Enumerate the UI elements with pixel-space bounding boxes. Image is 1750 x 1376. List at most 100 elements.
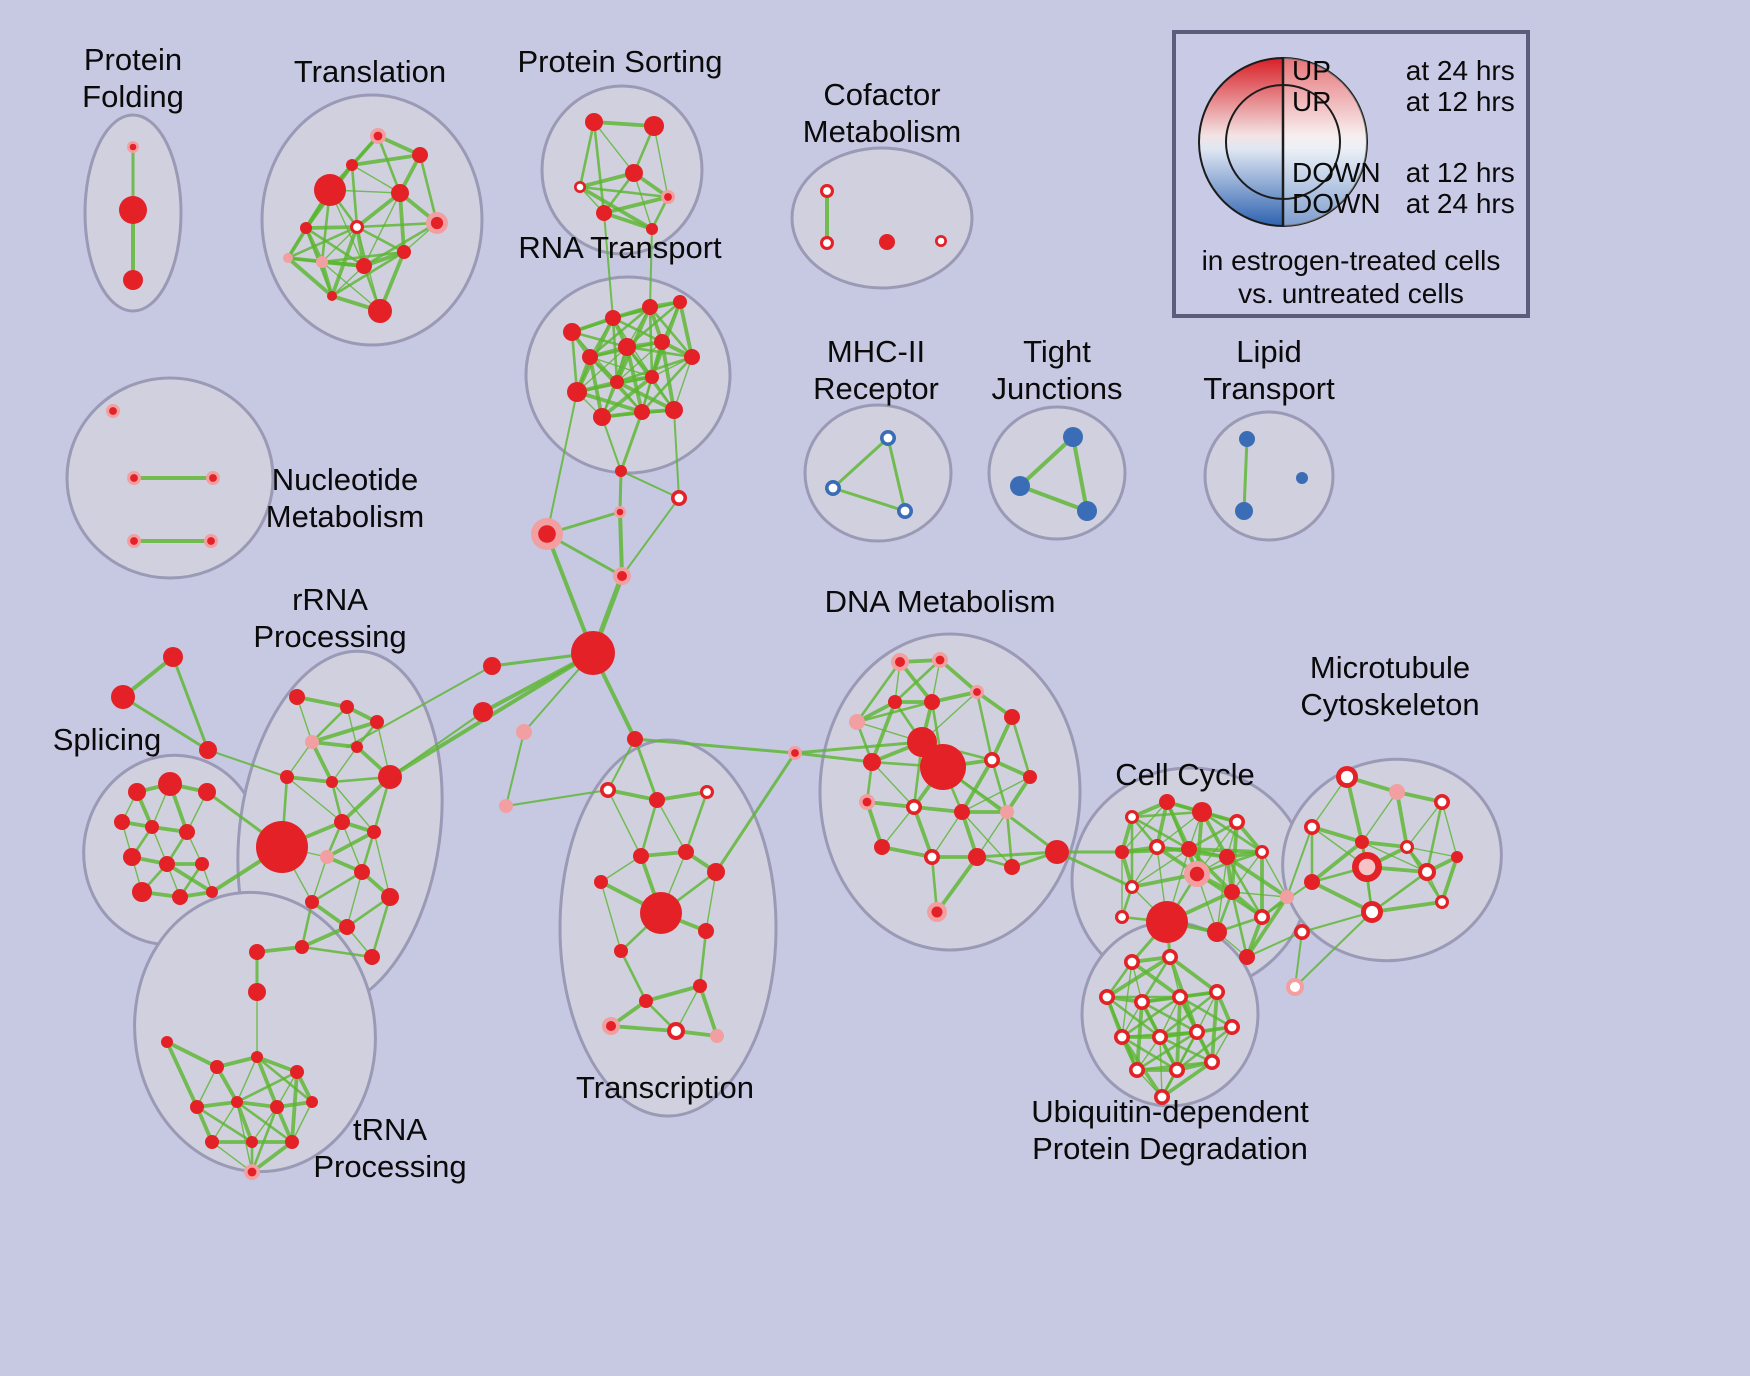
network-node (1099, 989, 1115, 1005)
network-edge (871, 761, 915, 808)
cluster-label-lipid-transport: Transport (1203, 371, 1335, 406)
network-node (111, 685, 135, 709)
cluster-label-trna-processing: tRNA (353, 1112, 427, 1147)
network-node (1336, 766, 1358, 788)
network-node (671, 490, 687, 506)
network-edge (295, 695, 349, 709)
network-node (334, 814, 350, 830)
network-edge (633, 737, 797, 755)
network-edge (1286, 826, 1313, 898)
network-edge (286, 225, 359, 260)
network-edge (578, 171, 636, 189)
legend-down-12-time: at 12 hrs (1405, 157, 1515, 188)
network-node (1254, 909, 1270, 925)
network-node (161, 1036, 173, 1048)
legend-row-down-12: DOWN at 12 hrs (1292, 158, 1515, 188)
cluster-label-lipid-transport: Lipid (1236, 334, 1302, 369)
network-node (249, 944, 265, 960)
network-node (381, 888, 399, 906)
network-edge (1158, 990, 1219, 1039)
network-edge (684, 790, 709, 854)
network-edge (621, 497, 680, 577)
network-edge (644, 984, 702, 1003)
network-edge (893, 658, 942, 704)
network-node (970, 685, 984, 699)
cluster-label-rrna-processing: rRNA (292, 582, 368, 617)
network-node (367, 825, 381, 839)
cluster-ellipse-mhc-ii-receptor (803, 403, 953, 543)
network-node (954, 804, 970, 820)
network-node (594, 875, 608, 889)
network-node (863, 753, 881, 771)
legend-row-down-24: DOWN at 24 hrs (1292, 189, 1515, 219)
network-node (1004, 859, 1020, 875)
network-edge (640, 355, 694, 414)
network-edge (350, 153, 422, 167)
network-node (820, 184, 834, 198)
network-edge (1441, 801, 1458, 858)
network-edge (251, 1106, 278, 1143)
cluster-ellipse-cofactor-metabolism (790, 146, 974, 290)
network-edge (331, 781, 375, 833)
network-node (283, 253, 293, 263)
network-node (1418, 863, 1436, 881)
network-edge (363, 192, 401, 267)
network-edge (311, 856, 328, 903)
cluster-label-rna-transport: RNA Transport (518, 230, 722, 265)
cluster-label-cofactor-metabolism: Cofactor (823, 77, 940, 112)
network-edge (165, 862, 214, 894)
network-node (198, 783, 216, 801)
network-node (684, 349, 700, 365)
network-node (1129, 1062, 1145, 1078)
network-edge (633, 737, 659, 802)
cluster-ellipse-microtubule-cytoskeleton (1281, 757, 1503, 963)
network-node (935, 235, 947, 247)
network-edge (607, 738, 636, 791)
network-node (199, 741, 217, 759)
network-node (605, 310, 621, 326)
network-edge (961, 811, 1013, 868)
network-node (932, 652, 948, 668)
network-node (106, 404, 120, 418)
network-edge (255, 1055, 279, 1109)
network-edge (990, 758, 1009, 814)
network-edge (609, 1024, 678, 1033)
network-node (127, 141, 139, 153)
cluster-label-microtubule-cytoskeleton: Microtubule (1310, 650, 1470, 685)
network-edge (1231, 851, 1263, 893)
network-node (707, 863, 725, 881)
network-edge (578, 120, 596, 189)
legend-row-up-24: UP at 24 hrs (1292, 56, 1515, 86)
cluster-label-nucleotide-metabolism: Metabolism (266, 499, 425, 534)
network-edge (346, 871, 363, 928)
network-edge (793, 751, 874, 764)
network-node (613, 567, 631, 585)
network-edge (1345, 775, 1364, 844)
network-node (661, 190, 675, 204)
network-node (206, 886, 218, 898)
network-node (610, 375, 624, 389)
network-edge (639, 798, 659, 858)
network-edge (656, 799, 687, 853)
cluster-ellipse-protein-sorting (540, 84, 704, 256)
network-edge (625, 300, 682, 349)
network-edge (1131, 848, 1190, 888)
network-edge (975, 850, 1059, 859)
network-node (320, 850, 334, 864)
network-edge (346, 665, 493, 748)
network-node (340, 700, 354, 714)
network-edge (1440, 855, 1459, 904)
network-node (667, 1022, 685, 1040)
network-edge (341, 821, 363, 873)
network-node (285, 1135, 299, 1149)
network-edge (870, 700, 897, 764)
network-edge (961, 776, 1031, 813)
legend-box: UP at 24 hrs UP at 12 hrs DOWN at 12 hrs… (1172, 30, 1530, 318)
network-edge (1301, 911, 1373, 933)
network-edge (619, 949, 648, 1003)
network-node (927, 902, 947, 922)
network-edge (618, 510, 624, 578)
network-node (891, 653, 909, 671)
network-edge (678, 300, 694, 359)
network-edge (601, 416, 622, 472)
